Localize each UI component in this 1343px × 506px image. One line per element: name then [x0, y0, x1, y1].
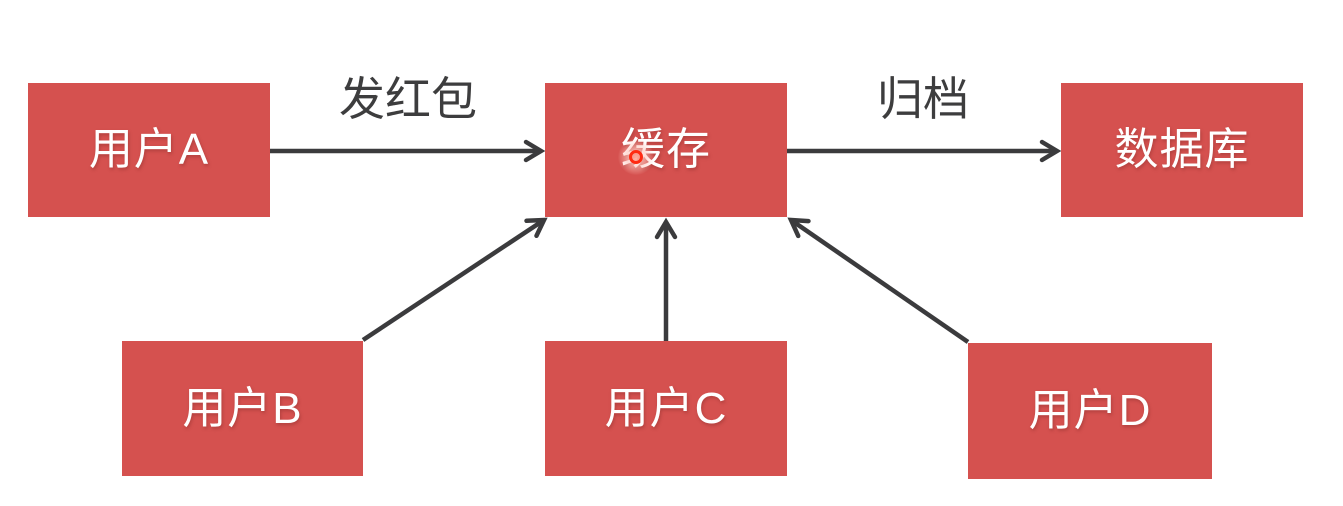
node-database-label: 数据库	[1114, 125, 1250, 174]
node-user-d: 用户D	[968, 343, 1212, 479]
node-database: 数据库	[1061, 83, 1303, 217]
arrow-user-b-to-cache	[361, 217, 548, 342]
node-user-a: 用户A	[28, 83, 270, 217]
node-user-a-label: 用户A	[88, 125, 210, 174]
node-user-c: 用户C	[545, 341, 787, 476]
node-user-b: 用户B	[122, 341, 363, 476]
arrow-user-d-to-cache	[787, 217, 970, 344]
laser-pointer-dot	[629, 150, 643, 164]
edge-label-send-red-packet: 发红包	[339, 73, 477, 125]
node-user-c-label: 用户C	[604, 383, 728, 433]
node-cache: 缓存	[545, 83, 787, 217]
edge-label-archive: 归档	[877, 73, 969, 125]
node-user-b-label: 用户B	[182, 383, 303, 433]
node-user-d-label: 用户D	[1028, 386, 1152, 435]
